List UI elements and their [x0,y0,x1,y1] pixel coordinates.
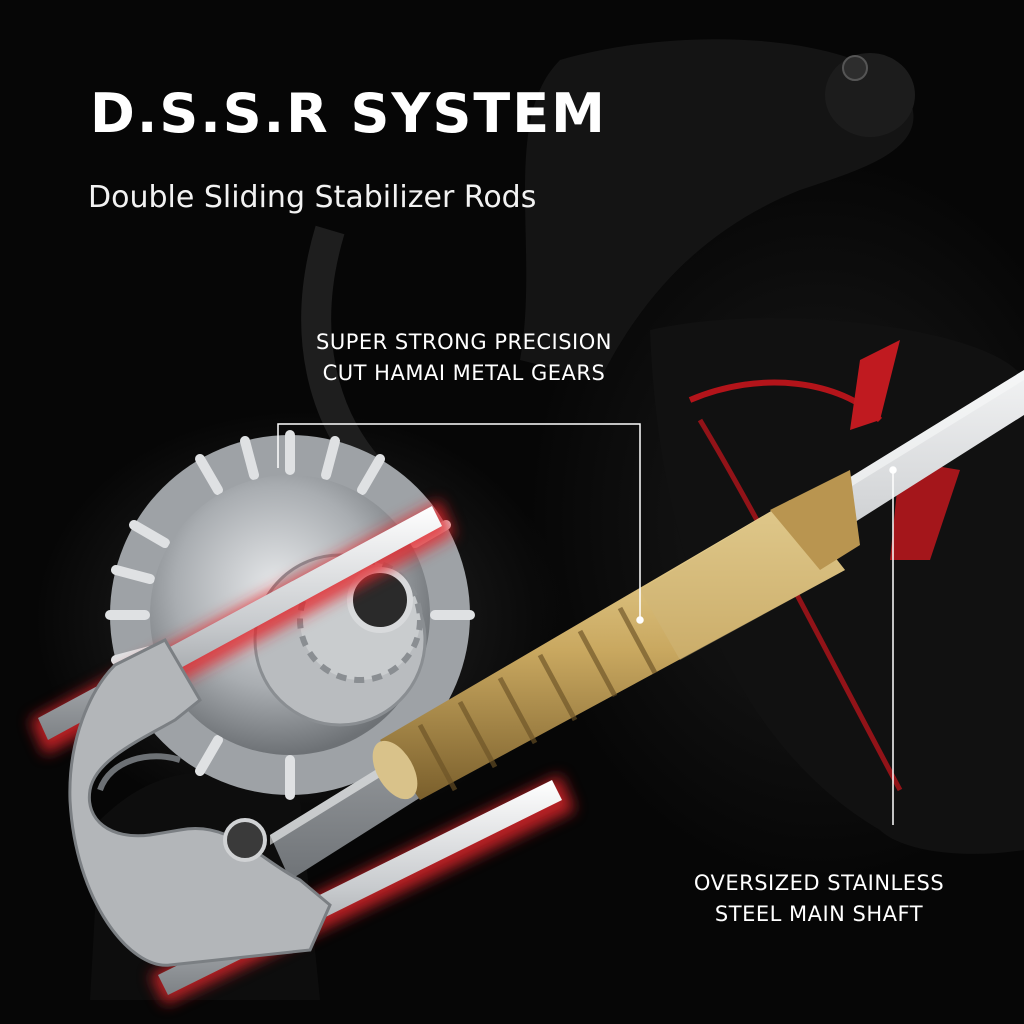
callout-lines [277,423,897,825]
gears-callout-dot [636,616,644,624]
headline-title: D.S.S.R SYSTEM [90,82,607,145]
gears-callout: SUPER STRONG PRECISION CUT HAMAI METAL G… [288,327,640,389]
gears-callout-line [277,423,641,620]
shaft-callout-dot [889,466,897,474]
gears-callout-line-1: SUPER STRONG PRECISION [316,330,612,354]
brass-pinion-gear [372,470,860,800]
headline-subtitle: Double Sliding Stabilizer Rods [88,180,537,215]
shaft-callout-line-1: OVERSIZED STAINLESS [693,871,945,895]
shaft-callout-line-2: STEEL MAIN SHAFT [714,902,924,926]
slider-bracket [68,638,332,967]
shaft-callout: OVERSIZED STAINLESS STEEL MAIN SHAFT [664,868,974,930]
gears-callout-line-2: CUT HAMAI METAL GEARS [322,361,606,385]
